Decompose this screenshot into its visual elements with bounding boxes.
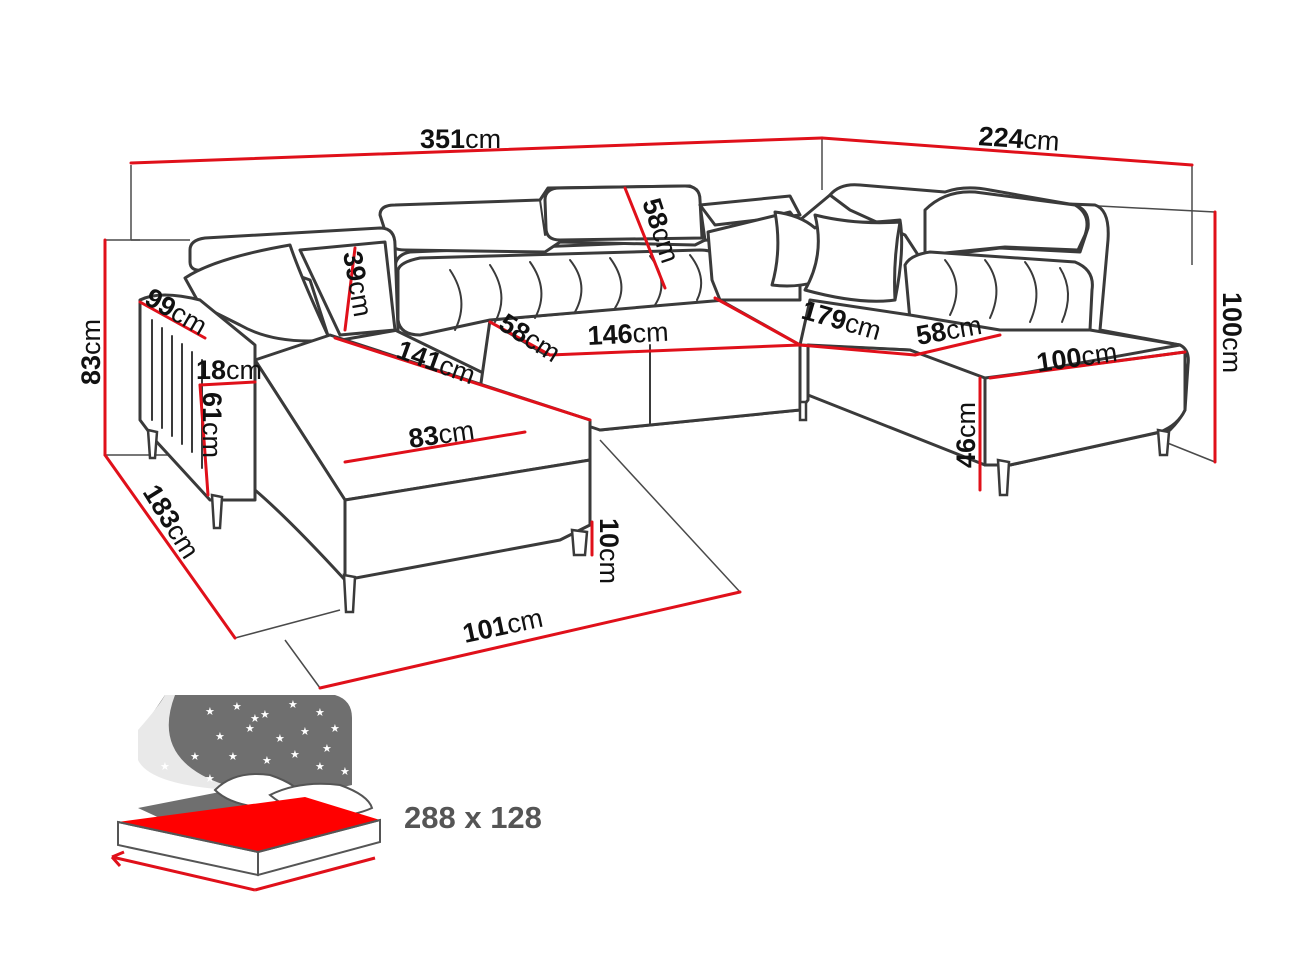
stars-icon: ★★★ ★★★ ★★★ ★★★ ★★★ ★★★ ★★ xyxy=(160,698,350,785)
svg-text:★: ★ xyxy=(340,765,350,778)
bed-size-label: 288 x 128 xyxy=(404,800,542,835)
label-chaise-front: 101cm xyxy=(460,603,546,649)
svg-text:★: ★ xyxy=(315,760,325,773)
svg-text:★: ★ xyxy=(245,722,255,735)
label-leg-height: 10cm xyxy=(594,518,624,584)
svg-text:★: ★ xyxy=(300,725,310,738)
svg-text:★: ★ xyxy=(160,760,170,773)
label-total-width: 351cm xyxy=(420,124,501,154)
label-right-height: 100cm xyxy=(1217,292,1247,373)
svg-text:★: ★ xyxy=(190,750,200,763)
svg-text:★: ★ xyxy=(262,754,272,767)
sofa-legs xyxy=(146,400,1171,614)
label-armrest-height: 61cm xyxy=(197,392,227,458)
svg-text:★: ★ xyxy=(215,730,225,743)
label-left-height: 83cm xyxy=(76,319,106,385)
svg-text:★: ★ xyxy=(315,706,325,719)
dimension-lines xyxy=(103,136,1217,690)
label-seat-depth-right: 58cm xyxy=(914,310,984,351)
svg-text:★: ★ xyxy=(260,708,270,721)
svg-text:★: ★ xyxy=(288,698,298,711)
label-middle-width: 146cm xyxy=(587,317,670,351)
svg-text:★: ★ xyxy=(330,722,340,735)
svg-text:★: ★ xyxy=(232,700,242,713)
svg-text:★: ★ xyxy=(228,750,238,763)
label-right-depth: 224cm xyxy=(978,121,1061,157)
sofa-outline xyxy=(138,183,1190,582)
label-chaise-width: 83cm xyxy=(407,415,477,454)
label-seat-height: 46cm xyxy=(951,402,981,468)
svg-text:★: ★ xyxy=(205,705,215,718)
sleeping-function-icon: ★★★ ★★★ ★★★ ★★★ ★★★ ★★★ ★★ xyxy=(110,695,381,892)
label-headrest-height: 39cm xyxy=(337,249,378,319)
svg-text:★: ★ xyxy=(205,772,215,785)
svg-text:★: ★ xyxy=(290,748,300,761)
svg-text:★: ★ xyxy=(275,732,285,745)
label-right-seat-width: 100cm xyxy=(1035,337,1119,378)
label-left-depth: 183cm xyxy=(137,479,205,564)
svg-text:★: ★ xyxy=(250,712,260,725)
label-armrest-width: 18cm xyxy=(196,355,262,385)
svg-text:★: ★ xyxy=(322,742,332,755)
